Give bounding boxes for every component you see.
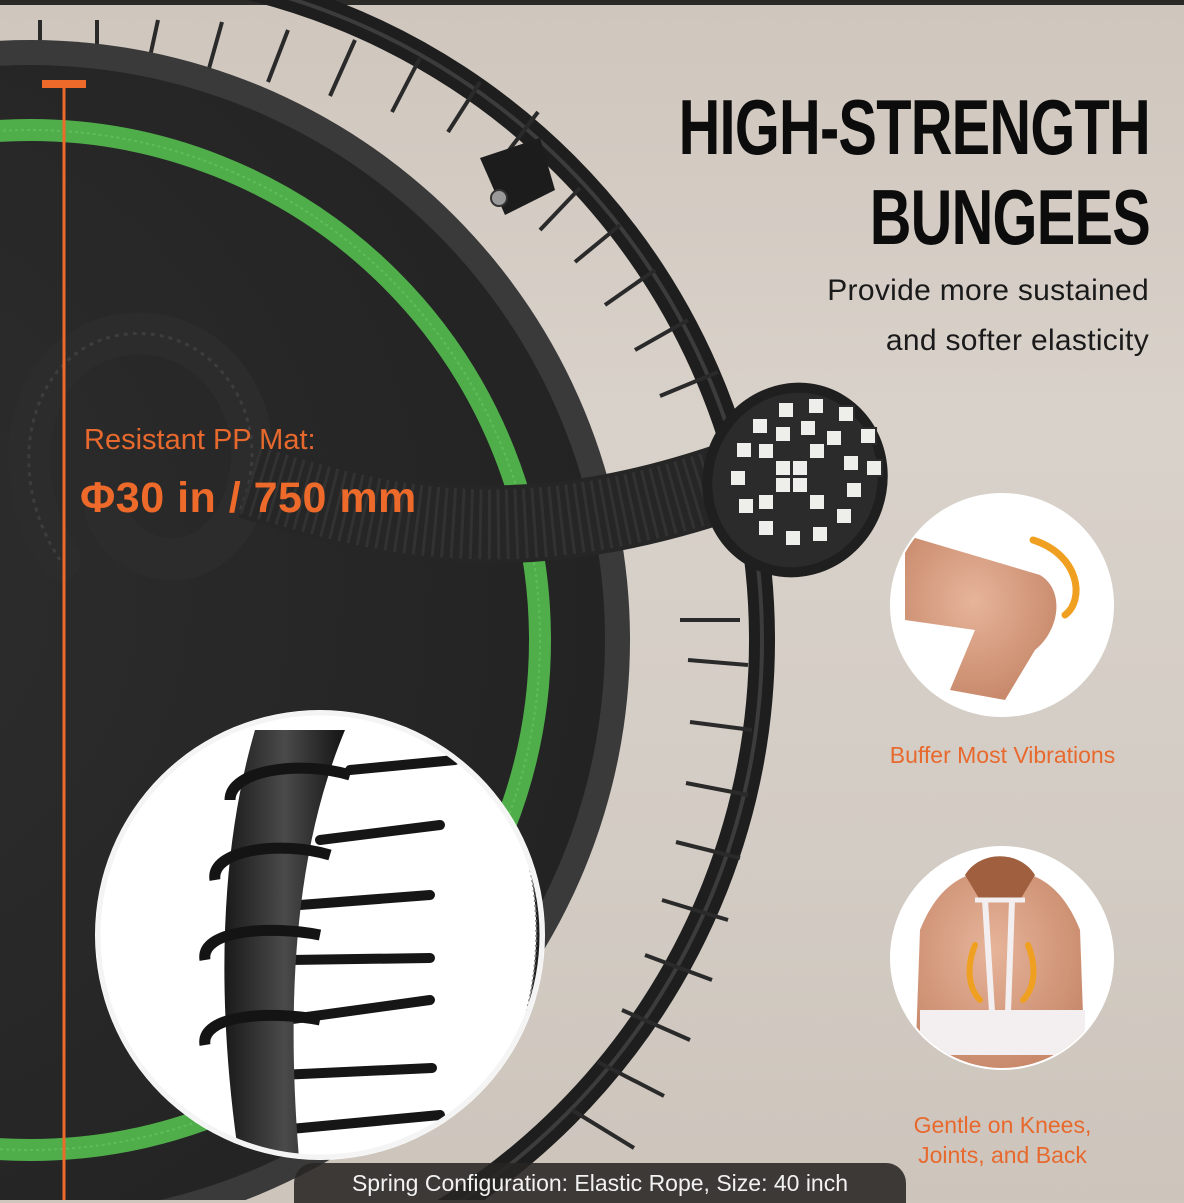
benefit-label-line-1: Gentle on Knees, <box>913 1112 1092 1138</box>
knee-photo <box>890 493 1114 717</box>
headline-line-2: BUNGEES <box>869 173 1151 261</box>
subheadline-line-1: Provide more sustained <box>827 274 1149 307</box>
subheadline-line-2: and softer elasticity <box>885 324 1149 357</box>
benefit-label-line-2: Joints, and Back <box>918 1142 1087 1168</box>
headline-line-1: HIGH-STRENGTH <box>678 83 1151 171</box>
benefit-label: Buffer Most Vibrations <box>889 742 1116 768</box>
frame-ring <box>246 0 775 1200</box>
top-edge-bar <box>0 0 1184 5</box>
bungee-cross-section <box>702 382 888 578</box>
diameter-dimension-line <box>42 80 86 1200</box>
spec-caption: Spring Configuration: Elastic Rope, Size… <box>294 1163 906 1203</box>
subheadline: Provide more sustained and softer elasti… <box>827 266 1149 366</box>
benefit-gentle-joints: Gentle on Knees, Joints, and Back <box>880 1110 1125 1170</box>
bungee-coil <box>7 312 774 581</box>
headline: HIGH-STRENGTH BUNGEES <box>678 82 1151 262</box>
benefit-buffer-vibrations: Buffer Most Vibrations <box>860 740 1145 770</box>
back-photo <box>890 846 1114 1070</box>
mat-spec-value: Φ30 in / 750 mm <box>80 474 417 522</box>
bungee-detail-magnifier <box>95 710 545 1160</box>
bungee-cords <box>38 19 753 1150</box>
mat-spec-label: Resistant PP Mat: <box>84 424 316 456</box>
